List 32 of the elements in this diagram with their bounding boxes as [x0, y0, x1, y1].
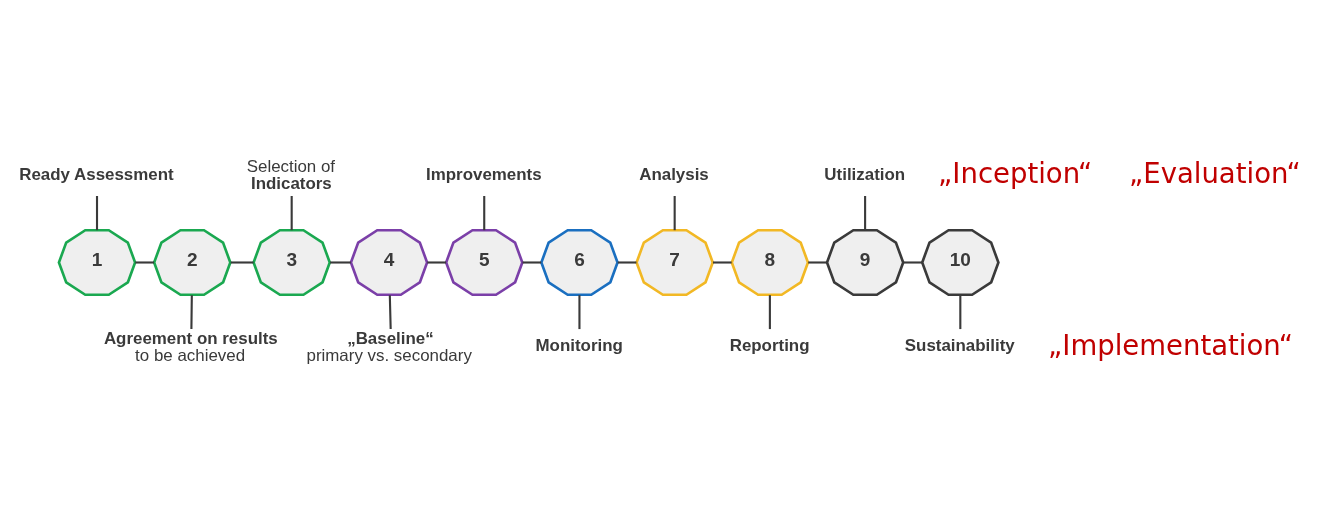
node-text: Analysis — [639, 164, 709, 184]
node-text: Monitoring — [535, 336, 623, 356]
connector — [903, 261, 923, 264]
connector — [388, 295, 392, 330]
connector — [330, 261, 351, 264]
label: „Evaluation“ — [1129, 157, 1301, 190]
connector — [864, 196, 867, 231]
connector — [768, 295, 771, 330]
connector — [673, 196, 676, 231]
connector — [230, 261, 254, 264]
connector — [290, 196, 293, 231]
node-text: Reporting — [729, 336, 810, 356]
connector — [483, 196, 486, 231]
connector — [190, 295, 193, 330]
connector — [522, 261, 542, 264]
connector — [617, 261, 637, 264]
connector — [808, 261, 827, 264]
node-text: Agreement on results to be achieved — [103, 328, 278, 365]
connector — [713, 261, 732, 264]
node-text: Ready Assessment — [19, 164, 174, 184]
node-text: Improvements — [426, 164, 542, 184]
connector — [959, 295, 962, 330]
node-text: Utilization — [824, 164, 906, 184]
node-text: Sustainability — [904, 336, 1015, 356]
connector — [578, 295, 581, 330]
connector — [95, 196, 99, 231]
label: „Implementation“ — [1048, 328, 1293, 361]
connector — [135, 261, 154, 264]
connector — [427, 261, 446, 264]
label: „Inception“ — [938, 157, 1093, 190]
node-text: „Baseline“ primary vs. secondary — [306, 328, 472, 365]
node-text: Selection of Indicators — [246, 157, 336, 194]
